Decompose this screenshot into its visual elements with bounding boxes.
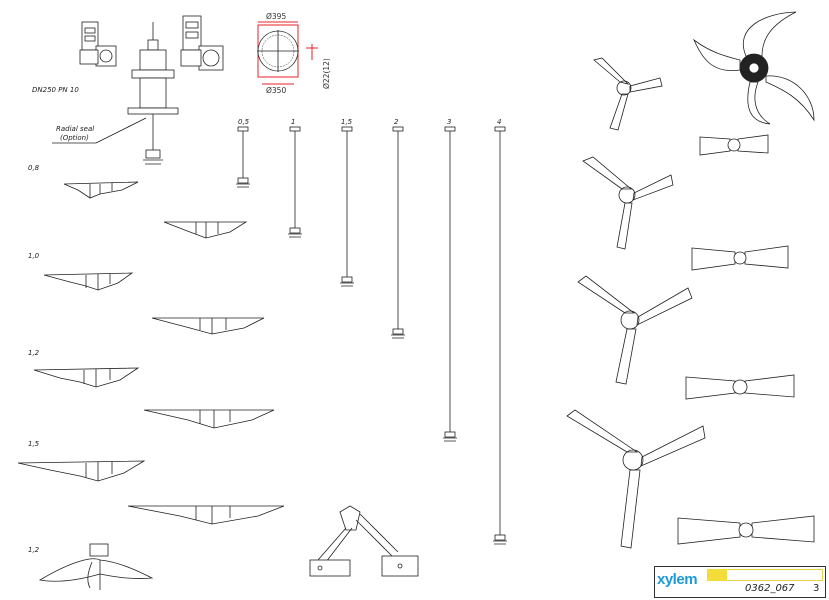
three-blade-impeller-2 xyxy=(582,156,674,250)
shaft-variant-2: 2 xyxy=(391,118,405,339)
hydrofoil-impeller-3d xyxy=(38,543,154,590)
impeller-side-view-1-0a xyxy=(43,272,134,291)
shaft-length-label-3: 1,5 xyxy=(341,118,353,126)
agitator-drive-assembly xyxy=(127,22,179,165)
flange-bolt-circle-diameter: Ø350 xyxy=(266,86,286,95)
shaft-length-label-6: 4 xyxy=(497,118,501,126)
motor-gearbox-2 xyxy=(180,15,224,71)
title-block: xylem 0362_067 3 xyxy=(654,566,826,598)
document-number: 0362_067 xyxy=(745,583,795,594)
shaft-variant-3: 3 xyxy=(443,118,457,442)
propeller-impeller xyxy=(693,11,815,125)
motor-gearbox-1 xyxy=(79,21,117,67)
three-blade-impeller-3 xyxy=(577,275,693,385)
impeller-size-label-4: 1,5 xyxy=(28,440,40,448)
shaft-length-label-2: 1 xyxy=(291,118,295,126)
shaft-variant-4: 4 xyxy=(493,118,507,545)
title-block-highlight xyxy=(707,569,727,581)
support-stand xyxy=(309,505,419,577)
two-blade-impeller-3 xyxy=(685,374,795,400)
three-blade-impeller-1 xyxy=(593,57,663,131)
impeller-side-view-1-5a xyxy=(17,460,146,482)
sheet-number: 3 xyxy=(813,583,820,594)
impeller-side-view-1-2b xyxy=(143,409,275,429)
shaft-variant-0-5: 0,5 xyxy=(236,118,250,188)
impeller-size-label-3: 1,2 xyxy=(28,349,40,357)
two-blade-impeller-1 xyxy=(699,134,769,156)
impeller-side-view-0-8a xyxy=(63,181,139,199)
shaft-variant-1: 1 xyxy=(288,118,302,238)
two-blade-impeller-2 xyxy=(691,245,789,271)
impeller-side-view-1-0b xyxy=(151,317,265,335)
shaft-length-label-1: 0,5 xyxy=(238,118,250,126)
impeller-size-label-1: 0,8 xyxy=(28,164,40,172)
two-blade-impeller-4 xyxy=(677,515,815,545)
impeller-side-view-1-2a xyxy=(33,367,140,388)
impeller-size-label-5: 1,2 xyxy=(28,546,40,554)
impeller-side-view-0-8b xyxy=(163,221,248,239)
shaft-length-label-5: 3 xyxy=(447,118,451,126)
radial-seal-label-line1: Radial seal xyxy=(56,125,94,133)
radial-seal-label-line2: (Option) xyxy=(60,134,89,142)
shaft-length-label-4: 2 xyxy=(394,118,399,126)
flange-outer-diameter: Ø395 xyxy=(266,12,286,21)
impeller-side-view-1-5b xyxy=(127,505,285,525)
radial-seal-callout: Radial seal (Option) xyxy=(52,117,147,144)
three-blade-impeller-4 xyxy=(566,409,706,549)
flange-detail: Ø395 Ø350 Ø22(12) xyxy=(257,12,331,95)
impeller-size-label-2: 1,0 xyxy=(28,252,40,260)
flange-spec-label: DN250 PN 10 xyxy=(32,86,79,94)
xylem-logo: xylem xyxy=(657,571,698,588)
flange-hole-size: Ø22(12) xyxy=(322,58,331,89)
shaft-variant-1-5: 1,5 xyxy=(340,118,354,287)
